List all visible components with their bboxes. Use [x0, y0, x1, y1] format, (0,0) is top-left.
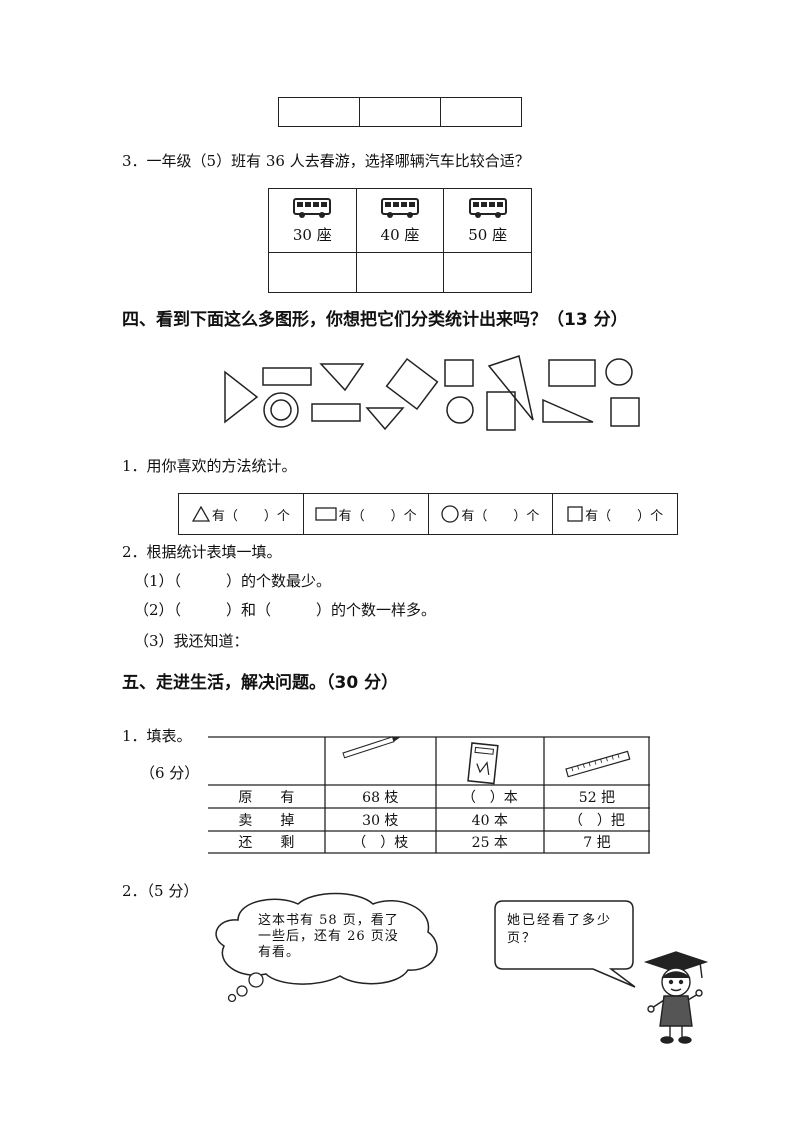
cell[interactable]: （ ）本 — [461, 789, 518, 806]
cell: 68 枝 — [362, 789, 399, 806]
circle-shape — [446, 396, 474, 424]
fill-table-body: 原 有 68 枝 （ ）本 52 把 卖 掉 30 枝 40 本 （ ）把 还 … — [208, 785, 650, 853]
fill-table: 原 有 68 枝 （ ）本 52 把 卖 掉 30 枝 40 本 （ ）把 还 … — [208, 735, 650, 855]
bubble-text-1: 这本书有 58 页，看了一些后，还有 26 页没有看。 — [258, 913, 399, 960]
triangle-icon — [191, 506, 210, 522]
triangle-shape — [365, 407, 405, 431]
cell: 30 枝 — [362, 812, 399, 829]
bus-icon — [468, 198, 507, 218]
rectangle-shape — [486, 391, 516, 431]
rectangle-shape — [311, 403, 361, 422]
thought-cloud — [215, 892, 438, 1003]
bus-icon — [293, 198, 332, 218]
triangle-shape — [224, 370, 259, 424]
stat-prefix: 有（ — [211, 508, 238, 524]
section4-q1: 1．用你喜欢的方法统计。 — [122, 457, 297, 475]
section5-q1: 1．填表。 — [122, 727, 192, 745]
student-avatar — [643, 951, 709, 1044]
square-shape — [444, 359, 474, 387]
stat-cell-rectangle[interactable]: 有（ ）个 — [304, 494, 429, 534]
answer-cell[interactable] — [268, 252, 357, 293]
stat-prefix: 有（ — [338, 508, 365, 524]
row-label: 卖 掉 — [238, 812, 295, 829]
square-shape — [610, 397, 640, 427]
stat-suffix: ）个 — [637, 508, 664, 524]
section4-sub1: （1）（ ）的个数最少。 — [134, 572, 332, 590]
stat-table: 有（ ）个 有（ ）个 有（ ）个 有（ ）个 — [178, 493, 678, 535]
stat-cell-circle[interactable]: 有（ ）个 — [429, 494, 554, 534]
rectangle-shape — [385, 357, 439, 411]
bus-cell: 30 座 — [268, 188, 357, 253]
bus-seats: 30 座 — [292, 226, 332, 244]
answer-cell[interactable] — [440, 97, 522, 127]
answer-cell[interactable] — [443, 252, 532, 293]
shapes-figure — [224, 355, 640, 431]
fill-table-lines — [208, 736, 650, 854]
rectangle-icon — [314, 507, 337, 521]
section4-title: 四、看到下面这么多图形，你想把它们分类统计出来吗？（13 分） — [122, 310, 628, 330]
bus-icon — [380, 198, 419, 218]
triangle-shape — [542, 398, 594, 423]
bus-table: 30 座 40 座 50 座 — [268, 188, 532, 293]
triangle-shape — [319, 363, 365, 392]
q3-text: 3．一年级（5）班有 36 人去春游，选择哪辆汽车比较合适？ — [122, 152, 530, 170]
stat-cell-triangle[interactable]: 有（ ）个 — [179, 494, 304, 534]
ruler-icon — [565, 750, 631, 778]
bus-cell: 40 座 — [355, 188, 445, 253]
top-answer-table — [278, 97, 522, 127]
stat-prefix: 有（ — [585, 508, 612, 524]
stat-suffix: ）个 — [513, 508, 540, 524]
stat-suffix: ）个 — [263, 508, 290, 524]
cell[interactable]: （ ）把 — [568, 812, 625, 829]
notebook-icon — [467, 742, 499, 785]
stat-suffix: ）个 — [390, 508, 417, 524]
cell: 25 本 — [471, 835, 508, 851]
row-label: 还 剩 — [238, 835, 295, 851]
circle-shape — [605, 358, 633, 386]
ring-inner-shape — [270, 399, 292, 421]
stat-prefix: 有（ — [461, 508, 488, 524]
answer-cell[interactable] — [278, 97, 360, 127]
speech-bubble — [494, 900, 636, 988]
pencil-icon — [342, 736, 401, 759]
section4-sub3: （3）我还知道： — [134, 632, 249, 650]
ring-outer-shape — [263, 392, 299, 428]
section4-q2: 2．根据统计表填一填。 — [122, 543, 282, 561]
answer-cell[interactable] — [355, 252, 445, 293]
section5-q1-score: （6 分） — [140, 764, 200, 782]
bus-cell: 50 座 — [443, 188, 532, 253]
rectangle-shape — [262, 367, 312, 386]
section5-q2: 2．（5 分） — [122, 882, 199, 900]
cell: 40 本 — [471, 812, 508, 829]
circle-icon — [441, 505, 460, 523]
stat-cell-square[interactable]: 有（ ）个 — [553, 494, 677, 534]
table-row: 还 剩 （ ）枝 25 本 7 把 — [208, 831, 650, 853]
section4-sub2: （2）（ ）和（ ）的个数一样多。 — [134, 601, 437, 619]
answer-cell[interactable] — [359, 97, 441, 127]
square-icon — [567, 506, 583, 522]
table-row: 原 有 68 枝 （ ）本 52 把 — [208, 785, 650, 808]
cell: 7 把 — [583, 835, 611, 851]
section5-title: 五、走进生活，解决问题。（30 分） — [122, 673, 399, 693]
bus-seats: 40 座 — [380, 226, 420, 244]
rectangle-shape — [548, 359, 596, 387]
bus-seats: 50 座 — [468, 226, 508, 244]
bubble-text-2: 她已经看了多少页？ — [507, 913, 613, 946]
triangle-shape — [487, 355, 534, 421]
cell[interactable]: （ ）枝 — [352, 835, 409, 851]
table-row: 卖 掉 30 枝 40 本 （ ）把 — [208, 808, 650, 831]
cell: 52 把 — [578, 789, 616, 806]
row-label: 原 有 — [238, 789, 295, 806]
